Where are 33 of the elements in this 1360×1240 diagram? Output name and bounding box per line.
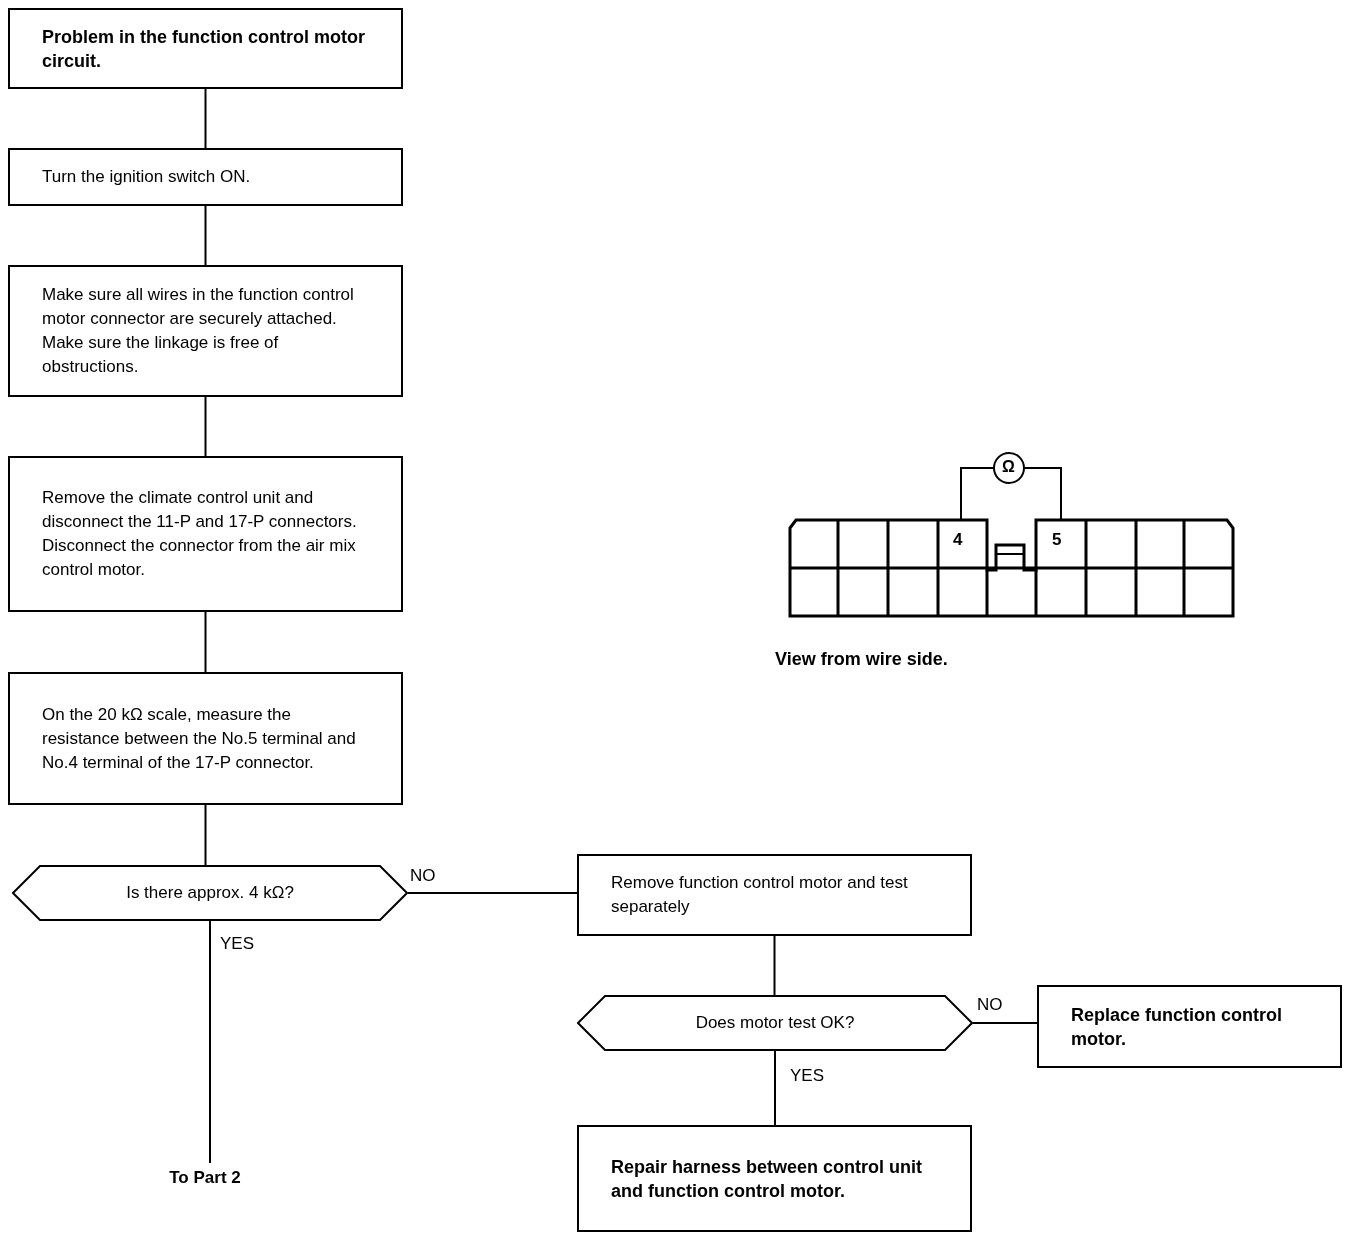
connector-line [204,88,207,149]
step-text: Turn the ignition switch ON. [42,166,251,188]
connector-line [204,205,207,266]
step-text: Replace function control motor. [1071,1003,1284,1051]
pin-number: 4 [953,530,963,550]
step-text: Remove the climate control unit and disconnect the 11-P and 17-P connectors. Disconnect the connector from the air mix control motor. [42,487,358,581]
step-text: Repair harness between control unit and function control motor. [611,1155,924,1203]
terminal-text: To Part 2 [169,1167,241,1189]
process-box [8,8,403,89]
view-caption: View from wire side. [775,649,948,670]
connector-line [209,920,211,1164]
question-text: Is there approx. 4 kΩ? [126,882,294,904]
connector-line [204,396,207,457]
process-box [1037,985,1342,1068]
symbol-label: Ω [1002,458,1015,476]
connector-line [773,935,776,996]
connector-line [774,1050,776,1126]
connector-line [972,1022,1038,1024]
process-box [8,148,403,206]
connector-line [204,804,207,866]
step-text: Remove function control motor and test separately [611,872,909,918]
step-text: On the 20 kΩ scale, measure the resistance between the No.5 terminal and No.4 terminal of the 17-P connector. [42,703,357,774]
step-text: Make sure all wires in the function control motor connector are securely attached. Make sure the linkage is free of obstructions. [42,284,355,378]
question-text: Does motor test OK? [695,1012,855,1034]
connector-line [204,611,207,673]
process-box [8,265,403,397]
pin-number: 5 [1052,530,1062,550]
process-box [8,672,403,805]
process-box [577,854,972,936]
step-text: Problem in the function control motor circuit. [42,25,366,73]
process-box [577,1125,972,1232]
process-box [8,456,403,612]
connector-line [407,892,578,894]
